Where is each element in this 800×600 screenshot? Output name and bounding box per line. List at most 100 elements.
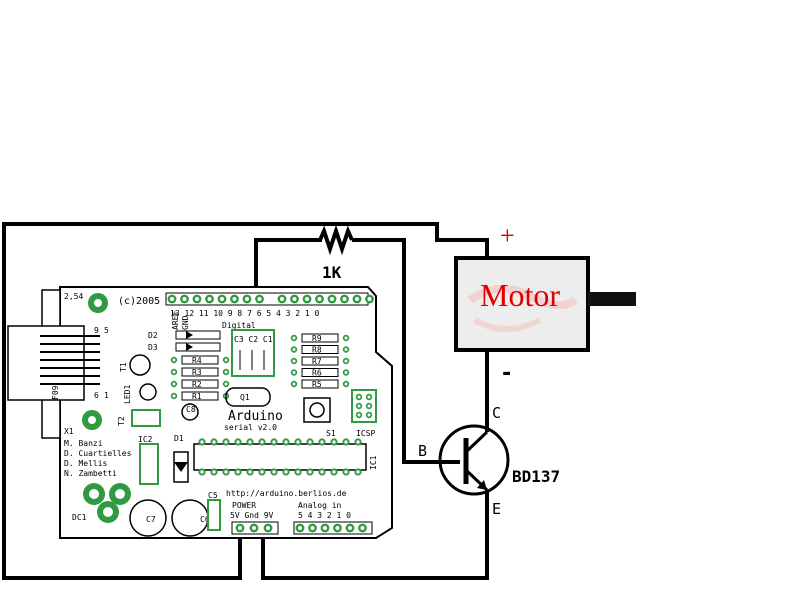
conn-1: 1 — [104, 391, 109, 400]
resistor-label: R6 — [312, 369, 322, 378]
pitch-label: 2,54 — [64, 292, 83, 301]
power-header: POWER 5V Gnd 9V — [230, 501, 279, 535]
caps-c3-c2-c1: C3 C2 C1 — [231, 329, 275, 377]
resistor: 1K — [318, 224, 354, 282]
analog-label: Analog in — [298, 501, 342, 510]
board-version: serial v2.0 — [224, 423, 277, 432]
resistor-part — [181, 355, 219, 365]
resistor-part — [181, 379, 219, 389]
analog-header: Analog in 5 4 3 2 1 0 — [293, 501, 373, 535]
t2-part — [131, 409, 161, 427]
serial-connector: 2,54 X1 F09 9 6 5 1 — [7, 289, 109, 439]
t1-label: T1 — [119, 362, 128, 372]
q1-label: Q1 — [240, 393, 250, 402]
transistor-part: BD137 — [512, 467, 560, 486]
d1-part — [173, 451, 189, 483]
ic2-part — [139, 443, 159, 485]
aref-label: AREF — [171, 311, 180, 330]
year-label: (c)2005 — [118, 296, 160, 307]
t2-label: T2 — [117, 416, 126, 426]
credits: M. Banzi D. Cuartielles D. Mellis N. Zam… — [64, 439, 132, 478]
crystal-q1 — [225, 387, 271, 407]
resistor-label: R5 — [312, 380, 322, 389]
wire-5v-to-motor — [2, 222, 489, 580]
transistor-body — [438, 424, 510, 496]
credit-1: D. Cuartielles — [64, 449, 132, 458]
motor-minus: - — [500, 361, 513, 386]
digital-label: Digital — [222, 321, 256, 330]
resistor-part — [301, 333, 339, 343]
resistor-part — [301, 379, 339, 389]
resistor-part — [301, 368, 339, 377]
x1-label: X1 — [64, 427, 74, 436]
d1-label: D1 — [174, 434, 184, 443]
resistor-label: R9 — [312, 334, 322, 343]
s1-label: S1 — [326, 429, 336, 438]
resistor-part — [181, 391, 219, 401]
ic1-label: IC1 — [369, 455, 378, 470]
emitter-arrow — [477, 480, 487, 490]
resistor-zigzag — [318, 224, 354, 256]
wires — [2, 222, 489, 580]
led1-part — [139, 383, 157, 401]
c5-part — [207, 499, 221, 531]
resistor-label: R1 — [192, 392, 202, 401]
reset-switch — [303, 397, 331, 423]
motor-shaft — [588, 292, 636, 306]
dc1-label: DC1 — [72, 513, 87, 522]
credit-3: N. Zambetti — [64, 469, 117, 478]
arduino-board: 2,54 X1 F09 9 6 5 1 (c)2005 13 12 11 10 … — [7, 286, 393, 539]
resistor-part — [301, 356, 339, 366]
caps-label: C3 C2 C1 — [234, 335, 273, 344]
icsp-header — [351, 389, 377, 423]
resistor-label: R2 — [192, 380, 202, 389]
board-title: Arduino — [228, 409, 283, 424]
credit-2: D. Mellis — [64, 459, 108, 468]
gnd-label: GND — [181, 315, 190, 330]
credit-0: M. Banzi — [64, 439, 103, 448]
digital-pins: 13 12 11 10 9 8 7 6 5 4 3 2 1 0 — [170, 309, 319, 318]
ic1-chip: IC1 — [193, 438, 378, 476]
wire-resistor-to-base — [352, 238, 460, 464]
transistor-emitter: E — [492, 500, 501, 518]
resistor-part — [181, 367, 219, 377]
analog-pins: 5 4 3 2 1 0 — [298, 511, 351, 520]
c7-label: C7 — [146, 515, 156, 524]
icsp-label: ICSP — [356, 429, 375, 438]
diodes-d2-d3: D2 D3 — [148, 330, 221, 352]
t1-part — [129, 354, 151, 376]
f09-label: F09 — [51, 385, 60, 400]
url-label: http://arduino.berlios.de — [226, 489, 347, 498]
wire-emitter-to-gnd — [261, 490, 489, 580]
conn-5: 5 — [104, 326, 109, 335]
resistor-label: R7 — [312, 357, 322, 366]
d2-label: D2 — [148, 331, 158, 340]
motor-label: Motor — [480, 277, 560, 313]
resistor-label: R8 — [312, 346, 322, 355]
c8-part — [181, 403, 199, 421]
wire-pin8-to-base — [254, 238, 322, 300]
transistor-collector: C — [492, 404, 501, 422]
conn-6: 6 — [94, 391, 99, 400]
d3-label: D3 — [148, 343, 158, 352]
c8-label: C8 — [186, 405, 196, 414]
resistor-label: R3 — [192, 368, 202, 377]
transistor: BD137 B C E — [418, 404, 560, 518]
motor-plus: + — [500, 221, 515, 250]
c6-label: C6 — [200, 515, 210, 524]
dc-jack: DC1 — [72, 483, 131, 523]
led1-label: LED1 — [123, 385, 132, 404]
digital-header: 13 12 11 10 9 8 7 6 5 4 3 2 1 0 Digital … — [165, 292, 374, 330]
c7-part — [129, 499, 167, 537]
ic2-label: IC2 — [138, 435, 153, 444]
c5-label: C5 — [208, 491, 218, 500]
power-pins: 5V Gnd 9V — [230, 511, 274, 520]
resistor-label: R4 — [192, 356, 202, 365]
resistor-part — [301, 345, 339, 354]
transistor-base: B — [418, 442, 427, 460]
conn-9: 9 — [94, 326, 99, 335]
resistor-label: 1K — [322, 263, 342, 282]
